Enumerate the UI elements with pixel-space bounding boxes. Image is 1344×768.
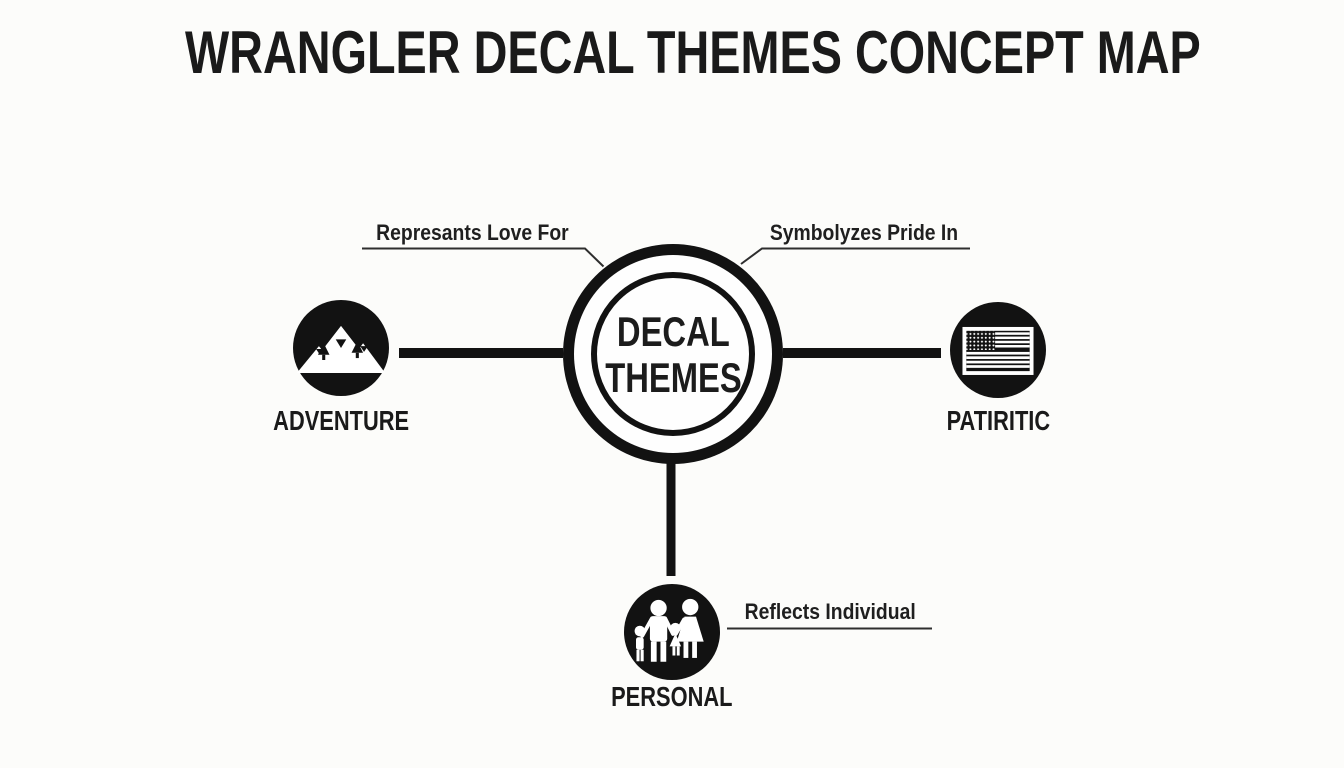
node-personal xyxy=(624,584,720,680)
edge-label-represents-text: Represants Love For xyxy=(375,220,569,245)
us-flag-icon xyxy=(962,326,1034,375)
node-label-personal-text: PERSONAL xyxy=(611,681,733,712)
central-node-decal-themes: DECAL THEMES xyxy=(563,244,783,464)
node-label-adventure: ADVENTURE xyxy=(241,405,441,437)
page-title-text: WRANGLER DECAL THEMES CONCEPT MAP xyxy=(185,19,1201,86)
mountains-icon xyxy=(296,325,386,373)
leader-line-represents xyxy=(362,247,605,268)
edge-label-reflects-text: Reflects Individual xyxy=(744,599,916,624)
node-label-patriotic-text: PATIRITIC xyxy=(946,405,1050,436)
central-node-ring-gap: DECAL THEMES xyxy=(574,255,772,453)
edge-label-reflects-individual: Reflects Individual xyxy=(726,599,934,625)
family-icon xyxy=(634,598,704,662)
central-node-inner-ring: DECAL THEMES xyxy=(591,272,755,436)
leader-line-symbolizes xyxy=(740,247,970,265)
central-node-label: DECAL THEMES xyxy=(586,309,761,401)
edge-label-symbolizes-text: Symbolyzes Pride In xyxy=(769,220,959,245)
node-label-adventure-text: ADVENTURE xyxy=(273,405,409,436)
edge-label-represents-love-for: Represants Love For xyxy=(358,220,586,246)
edge-label-symbolyzes-pride-in: Symbolyzes Pride In xyxy=(756,220,972,246)
central-node-label-line2: THEMES xyxy=(604,354,742,401)
node-label-patriotic: PATIRITIC xyxy=(898,405,1098,437)
page-title: WRANGLER DECAL THEMES CONCEPT MAP xyxy=(185,18,1344,87)
node-label-personal: PERSONAL xyxy=(572,681,772,713)
central-node-label-line1: DECAL xyxy=(616,308,730,355)
node-patriotic xyxy=(950,302,1046,398)
node-adventure xyxy=(293,300,389,396)
